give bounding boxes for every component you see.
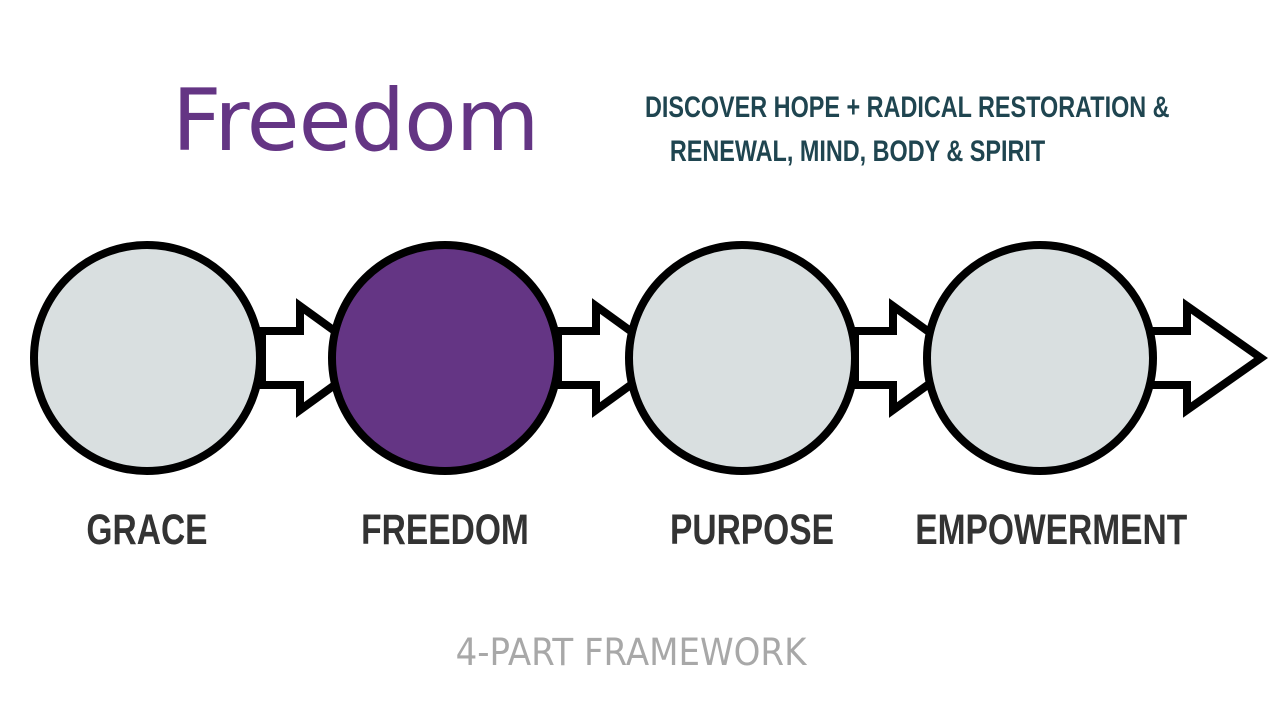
page-title: Freedom (172, 71, 539, 171)
step-circle-freedom (328, 241, 562, 475)
step-label-freedom: FREEDOM (361, 506, 529, 554)
step-label-purpose: PURPOSE (669, 506, 835, 554)
framework-caption: 4-PART FRAMEWORK (455, 631, 807, 674)
step-label-empowerment: EMPOWERMENT (915, 506, 1188, 554)
step-circle-grace (30, 241, 264, 475)
step-circle-purpose (625, 241, 859, 475)
step-label-grace: GRACE (86, 506, 208, 554)
subtitle-line-2: RENEWAL, MIND, BODY & SPIRIT (669, 135, 1046, 168)
step-circle-empowerment (923, 241, 1157, 475)
arrow-icon-4 (1146, 298, 1268, 418)
